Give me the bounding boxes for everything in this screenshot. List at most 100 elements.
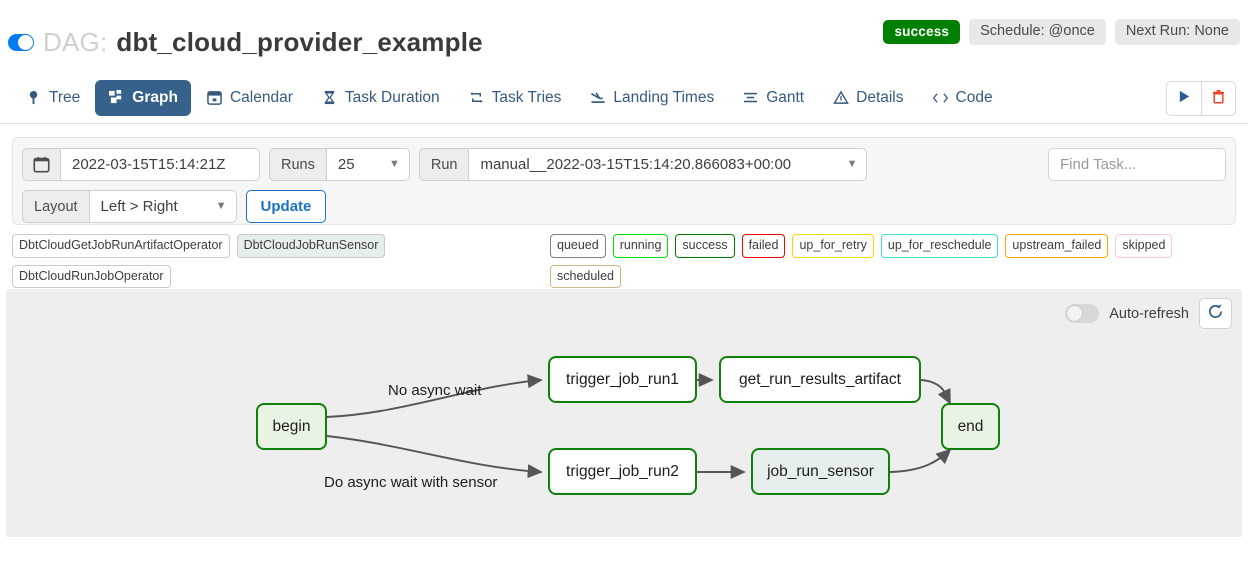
edge-label-no-async-wait: No async wait: [388, 382, 482, 399]
status-badge: success: [883, 19, 961, 44]
tab-label: Calendar: [229, 88, 293, 106]
update-button[interactable]: Update: [245, 190, 327, 223]
tree-icon: [25, 89, 42, 106]
tab-label: Task Duration: [344, 88, 440, 106]
node-label: get_run_results_artifact: [739, 370, 901, 388]
node-label: trigger_job_run2: [566, 462, 679, 480]
tab-gantt[interactable]: Gantt: [729, 80, 817, 116]
run-select[interactable]: manual__2022-03-15T15:14:20.866083+00:00…: [468, 148, 868, 181]
legend-operator[interactable]: DbtCloudRunJobOperator: [12, 264, 171, 288]
legend-state-failed[interactable]: failed: [741, 234, 786, 258]
dag-filter-bar: 2022-03-15T15:14:21Z Runs 25 ▼ Run manua…: [12, 137, 1236, 225]
edge-sensor-end: [889, 448, 952, 473]
graph-node-get-run-results-artifact[interactable]: get_run_results_artifact: [719, 356, 921, 403]
legend-state-up-for-reschedule[interactable]: up_for_reschedule: [880, 234, 999, 258]
filter-row-layout: Layout Left > Right ▼ Update: [22, 190, 1226, 223]
edge-artifact-end: [920, 379, 951, 405]
tab-list: Tree Graph Calendar: [12, 79, 1006, 116]
edge-begin-trigger2: [326, 435, 543, 479]
runs-count-group: Runs 25 ▼: [269, 148, 410, 181]
graph-refresh-controls: Auto-refresh: [1065, 298, 1232, 329]
delete-dag-button[interactable]: [1201, 82, 1235, 115]
tab-code[interactable]: Code: [919, 80, 1006, 116]
graph-node-begin[interactable]: begin: [256, 403, 327, 450]
tab-label: Graph: [132, 88, 178, 106]
schedule-badge[interactable]: Schedule: @once: [969, 19, 1106, 45]
retry-icon: [468, 89, 485, 106]
dag-action-buttons: [1166, 81, 1236, 116]
chevron-down-icon: ▼: [388, 158, 400, 170]
chevron-down-icon: ▼: [846, 158, 858, 170]
legend-area: DbtCloudGetJobRunArtifactOperator DbtClo…: [12, 234, 1236, 317]
code-icon: [932, 89, 949, 106]
legend-operator[interactable]: DbtCloudGetJobRunArtifactOperator: [12, 234, 230, 258]
tab-label: Tree: [49, 88, 81, 106]
operator-legend-row-1: DbtCloudGetJobRunArtifactOperator DbtClo…: [12, 234, 542, 288]
legend-state-scheduled[interactable]: scheduled: [550, 264, 621, 288]
execution-date-input[interactable]: 2022-03-15T15:14:21Z: [60, 148, 260, 181]
dag-pause-toggle[interactable]: [8, 34, 34, 51]
execution-date-group: 2022-03-15T15:14:21Z: [22, 148, 260, 181]
auto-refresh-toggle[interactable]: [1065, 304, 1100, 323]
run-select-group: Run manual__2022-03-15T15:14:20.866083+0…: [418, 148, 868, 181]
dag-tabbar: Tree Graph Calendar: [0, 72, 1248, 124]
legend-operator[interactable]: DbtCloudJobRunSensor: [236, 234, 386, 258]
trigger-dag-button[interactable]: [1167, 82, 1201, 115]
refresh-icon: [1207, 303, 1224, 325]
node-label: begin: [272, 417, 311, 435]
legend-state-queued[interactable]: queued: [550, 234, 606, 258]
tab-details[interactable]: Details: [819, 80, 916, 116]
runs-select[interactable]: 25 ▼: [325, 148, 410, 181]
tab-label: Code: [955, 88, 993, 106]
dag-title: DAG: dbt_cloud_provider_example: [8, 27, 483, 58]
run-value: manual__2022-03-15T15:14:20.866083+00:00: [480, 156, 792, 173]
node-label: trigger_job_run1: [566, 370, 679, 388]
graph-node-job-run-sensor[interactable]: job_run_sensor: [751, 448, 890, 495]
tab-label: Gantt: [766, 88, 805, 106]
legend-state-success[interactable]: success: [675, 234, 735, 258]
find-task-input[interactable]: Find Task...: [1048, 148, 1226, 181]
graph-node-trigger-job-run1[interactable]: trigger_job_run1: [548, 356, 697, 403]
graph-icon: [108, 89, 125, 106]
tab-label: Task Tries: [491, 88, 562, 106]
page-header: DAG: dbt_cloud_provider_example success …: [0, 0, 1248, 72]
graph-node-trigger-job-run2[interactable]: trigger_job_run2: [548, 448, 697, 495]
tab-tree[interactable]: Tree: [12, 80, 93, 116]
legend-state-running[interactable]: running: [612, 234, 669, 258]
hourglass-icon: [321, 89, 338, 106]
edge-label-do-async-wait: Do async wait with sensor: [324, 474, 498, 491]
layout-value: Left > Right: [100, 198, 178, 215]
dag-graph-canvas[interactable]: Auto-refresh begin trigger_job_run1: [6, 289, 1242, 537]
calendar-icon: [206, 89, 223, 106]
graph-edges: [326, 372, 952, 480]
layout-label: Layout: [22, 190, 89, 223]
graph-node-end[interactable]: end: [941, 403, 1000, 450]
tab-landing-times[interactable]: Landing Times: [576, 80, 727, 116]
runs-label: Runs: [269, 148, 326, 181]
node-label: job_run_sensor: [767, 462, 874, 480]
play-icon: [1178, 90, 1191, 108]
tab-task-tries[interactable]: Task Tries: [455, 80, 575, 116]
tab-task-duration[interactable]: Task Duration: [308, 80, 453, 116]
tab-label: Landing Times: [613, 88, 715, 106]
next-run-badge: Next Run: None: [1114, 19, 1240, 45]
layout-group: Layout Left > Right ▼: [22, 190, 237, 223]
run-label: Run: [418, 148, 469, 181]
auto-refresh-label: Auto-refresh: [1109, 305, 1189, 322]
warning-icon: [832, 89, 849, 106]
node-label: end: [957, 417, 984, 435]
landing-icon: [589, 89, 606, 106]
tab-calendar[interactable]: Calendar: [193, 80, 306, 116]
trash-icon: [1211, 89, 1226, 109]
gantt-icon: [742, 89, 759, 106]
header-badges: success Schedule: @once Next Run: None: [883, 19, 1240, 45]
legend-state-up-for-retry[interactable]: up_for_retry: [792, 234, 874, 258]
layout-select[interactable]: Left > Right ▼: [88, 190, 237, 223]
chevron-down-icon: ▼: [215, 200, 227, 212]
refresh-button[interactable]: [1199, 298, 1232, 329]
legend-state-skipped[interactable]: skipped: [1115, 234, 1173, 258]
tab-label: Details: [856, 88, 904, 106]
calendar-icon[interactable]: [22, 148, 60, 181]
legend-state-upstream-failed[interactable]: upstream_failed: [1005, 234, 1109, 258]
tab-graph[interactable]: Graph: [95, 79, 191, 116]
